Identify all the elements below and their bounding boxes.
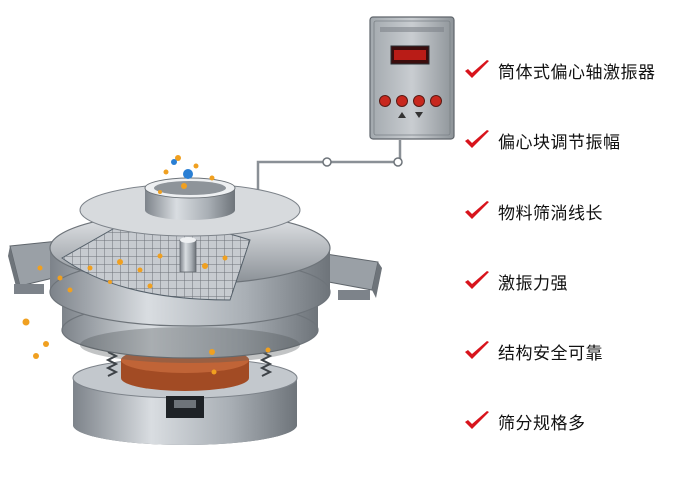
feature-label: 筒体式偏心轴激振器: [498, 62, 656, 83]
feature-item: 物料筛淌线长: [462, 199, 698, 224]
check-icon: [465, 411, 489, 429]
accent-particle-small: [171, 159, 177, 165]
material-particles: [22, 155, 271, 375]
feature-item: 筛分规格多: [462, 409, 698, 434]
feature-label: 结构安全可靠: [498, 343, 603, 364]
feature-item: 激振力强: [462, 269, 698, 294]
check-icon: [465, 130, 489, 148]
check-icon: [465, 341, 489, 359]
check-icon: [465, 271, 489, 289]
feature-label: 偏心块调节振幅: [498, 132, 621, 153]
machine-illustration: [8, 16, 455, 445]
feature-item: 结构安全可靠: [462, 339, 698, 364]
feature-label: 激振力强: [498, 273, 568, 294]
control-panel: [369, 16, 455, 140]
machine-base: [72, 347, 298, 445]
feature-list: 筒体式偏心轴激振器 偏心块调节振幅 物料筛淌线长 激振力强 结构安全可靠 筛分规…: [462, 58, 698, 479]
feature-label: 筛分规格多: [498, 413, 586, 434]
sieve-body: [49, 177, 331, 327]
feature-item: 偏心块调节振幅: [462, 128, 698, 153]
feature-item: 筒体式偏心轴激振器: [462, 58, 698, 83]
check-icon: [465, 201, 489, 219]
feature-label: 物料筛淌线长: [498, 203, 603, 224]
accent-particle: [183, 169, 193, 179]
panel-buttons: [379, 95, 442, 118]
check-icon: [465, 60, 489, 78]
